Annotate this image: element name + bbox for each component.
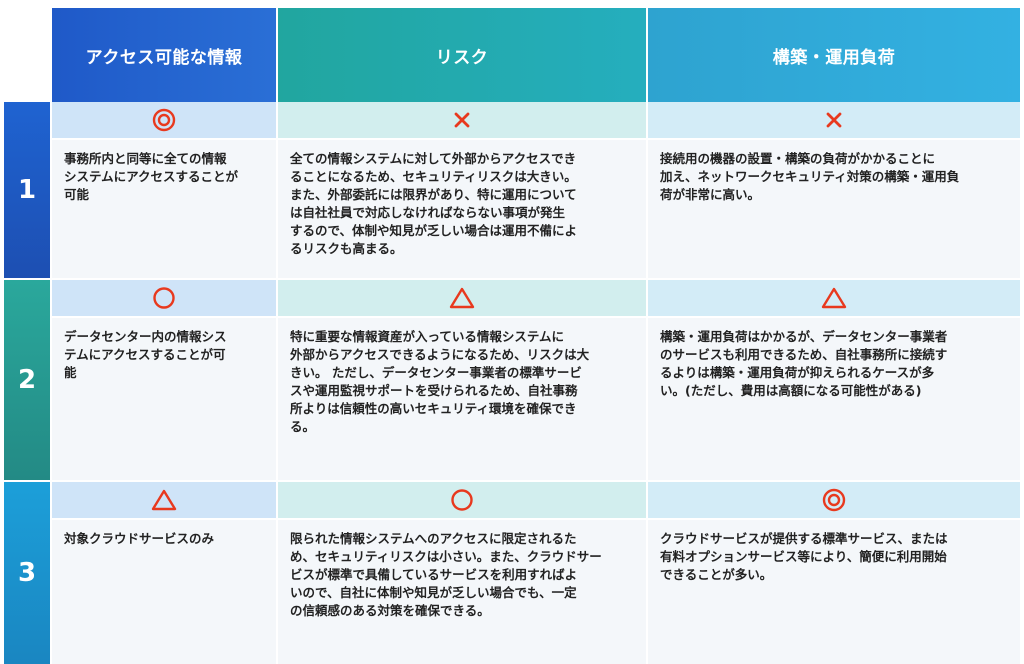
rating-cell bbox=[278, 102, 646, 138]
cross-icon bbox=[825, 111, 843, 129]
row-number-1: 1 bbox=[4, 102, 50, 278]
description-cell: クラウドサービスが提供する標準サービス、または 有料オプションサービス等により、… bbox=[648, 520, 1020, 664]
rating-cell bbox=[52, 482, 276, 518]
double-circle-icon bbox=[822, 488, 846, 512]
row-number-2: 2 bbox=[4, 280, 50, 480]
circle-icon bbox=[152, 286, 176, 310]
header-risk: リスク bbox=[278, 8, 646, 102]
rating-cell bbox=[52, 102, 276, 138]
triangle-icon bbox=[821, 287, 847, 309]
triangle-icon bbox=[449, 287, 475, 309]
triangle-icon bbox=[151, 489, 177, 511]
description-cell: 全ての情報システムに対して外部からアクセスでき ることになるため、セキュリティリ… bbox=[278, 140, 646, 278]
row-number-3: 3 bbox=[4, 482, 50, 664]
rating-cell bbox=[52, 280, 276, 316]
rating-cell bbox=[278, 482, 646, 518]
description-cell: 特に重要な情報資産が入っている情報システムに 外部からアクセスできるようになるた… bbox=[278, 318, 646, 480]
description-cell: データセンター内の情報シス テムにアクセスすることが可 能 bbox=[52, 318, 276, 480]
rating-cell bbox=[278, 280, 646, 316]
description-cell: 構築・運用負荷はかかるが、データセンター事業者 のサービスも利用できるため、自社… bbox=[648, 318, 1020, 480]
circle-icon bbox=[450, 488, 474, 512]
cross-icon bbox=[453, 111, 471, 129]
description-cell: 対象クラウドサービスのみ bbox=[52, 520, 276, 664]
header-accessible-info: アクセス可能な情報 bbox=[52, 8, 276, 102]
description-cell: 接続用の機器の設置・構築の負荷がかかることに 加え、ネットワークセキュリティ対策… bbox=[648, 140, 1020, 278]
description-cell: 限られた情報システムへのアクセスに限定されるた め、セキュリティリスクは小さい。… bbox=[278, 520, 646, 664]
description-cell: 事務所内と同等に全ての情報 システムにアクセスすることが 可能 bbox=[52, 140, 276, 278]
rating-cell bbox=[648, 102, 1020, 138]
double-circle-icon bbox=[152, 108, 176, 132]
rating-cell bbox=[648, 482, 1020, 518]
header-build-operation-load: 構築・運用負荷 bbox=[648, 8, 1020, 102]
rating-cell bbox=[648, 280, 1020, 316]
